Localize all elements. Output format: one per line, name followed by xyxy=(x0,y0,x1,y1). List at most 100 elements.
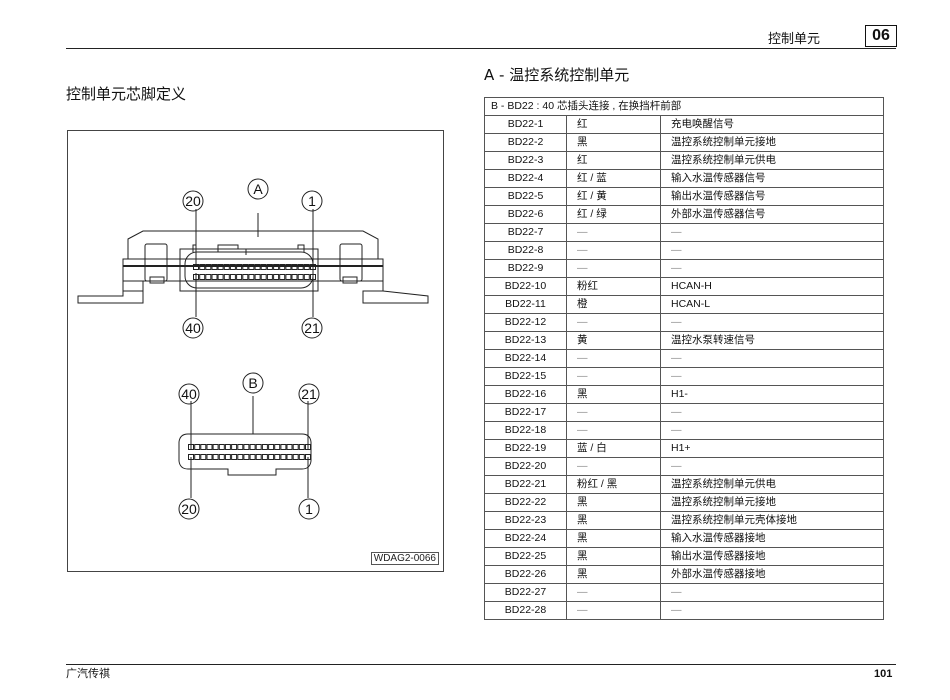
pin-cell: BD22-4 xyxy=(484,169,567,188)
pin-socket xyxy=(224,444,231,450)
pin-socket xyxy=(237,444,244,450)
pin-socket xyxy=(224,454,231,460)
table-header-row: B - BD22 : 40 芯插头连接 , 在换挡杆前部 xyxy=(484,97,884,116)
wire-color-cell: 黑 xyxy=(566,493,661,512)
pin-socket xyxy=(194,444,201,450)
table-row: BD22-20—— xyxy=(484,457,884,476)
pin-cell: BD22-22 xyxy=(484,493,567,512)
wire-color-cell: 橙 xyxy=(566,295,661,314)
pin-socket xyxy=(223,264,230,270)
pin-socket xyxy=(205,264,212,270)
pin-cell: BD22-10 xyxy=(484,277,567,296)
function-cell: 输出水温传感器接地 xyxy=(660,547,884,566)
pin-socket xyxy=(248,264,255,270)
table-row: BD22-18—— xyxy=(484,421,884,440)
function-cell: 充电唤醒信号 xyxy=(660,115,884,134)
function-cell: 温控系统控制单元供电 xyxy=(660,475,884,494)
wire-color-cell: 黄 xyxy=(566,331,661,350)
function-cell: — xyxy=(660,601,884,620)
pin-cell: BD22-1 xyxy=(484,115,567,134)
pin-socket xyxy=(242,274,249,280)
pin-socket xyxy=(298,444,305,450)
pin-cell: BD22-12 xyxy=(484,313,567,332)
wire-color-cell: — xyxy=(566,457,661,476)
wire-color-cell: — xyxy=(566,241,661,260)
pin-socket xyxy=(280,444,287,450)
wire-color-cell: 粉红 / 黑 xyxy=(566,475,661,494)
brand-name: 广汽传祺 xyxy=(66,667,110,680)
function-cell: 输入水温传感器接地 xyxy=(660,529,884,548)
pin-socket xyxy=(231,444,238,450)
pin-socket xyxy=(279,274,286,280)
function-cell: 输入水温传感器信号 xyxy=(660,169,884,188)
pin-socket xyxy=(237,454,244,460)
table-row: BD22-14—— xyxy=(484,349,884,368)
pin-socket xyxy=(266,264,273,270)
pin-socket xyxy=(211,274,218,280)
wire-color-cell: — xyxy=(566,313,661,332)
wire-color-cell: 黑 xyxy=(566,529,661,548)
header-rule xyxy=(66,48,896,49)
pin-socket xyxy=(291,274,298,280)
pin-socket xyxy=(268,454,275,460)
wire-color-cell: — xyxy=(566,403,661,422)
pin-socket xyxy=(255,454,262,460)
callout-a-pin40-label: 40 xyxy=(185,320,201,336)
wire-color-cell: 黑 xyxy=(566,385,661,404)
table-row: BD22-12—— xyxy=(484,313,884,332)
callout-a-circle xyxy=(247,178,269,200)
callout-b-pin40-circle xyxy=(178,383,200,405)
pin-cell: BD22-2 xyxy=(484,133,567,152)
pin-socket xyxy=(279,264,286,270)
connector-description: B - BD22 : 40 芯插头连接 , 在换挡杆前部 xyxy=(484,97,884,116)
pin-cell: BD22-24 xyxy=(484,529,567,548)
callout-b-pin20-label: 20 xyxy=(181,501,197,517)
pin-socket xyxy=(229,264,236,270)
wire-color-cell: — xyxy=(566,259,661,278)
function-cell: 外部水温传感器接地 xyxy=(660,565,884,584)
function-cell: 温控系统控制单元接地 xyxy=(660,493,884,512)
function-cell: H1- xyxy=(660,385,884,404)
pin-socket xyxy=(292,454,299,460)
pin-cell: BD22-6 xyxy=(484,205,567,224)
wire-color-cell: 红 xyxy=(566,115,661,134)
pin-cell: BD22-11 xyxy=(484,295,567,314)
footer-rule xyxy=(66,664,896,665)
pin-socket xyxy=(200,444,207,450)
pin-socket xyxy=(211,264,218,270)
pin-cell: BD22-7 xyxy=(484,223,567,242)
wire-color-cell: — xyxy=(566,583,661,602)
pin-cell: BD22-16 xyxy=(484,385,567,404)
table-row: BD22-8—— xyxy=(484,241,884,260)
control-unit-housing xyxy=(77,230,429,304)
pin-socket xyxy=(286,454,293,460)
pin-socket xyxy=(280,454,287,460)
pin-socket xyxy=(236,274,243,280)
table-row: BD22-9—— xyxy=(484,259,884,278)
connector-b-pins xyxy=(188,444,311,460)
pin-cell: BD22-21 xyxy=(484,475,567,494)
pin-cell: BD22-27 xyxy=(484,583,567,602)
pin-cell: BD22-20 xyxy=(484,457,567,476)
wire-color-cell: 红 xyxy=(566,151,661,170)
pin-cell: BD22-18 xyxy=(484,421,567,440)
pin-socket xyxy=(223,274,230,280)
pin-socket xyxy=(217,264,224,270)
pin-socket xyxy=(292,444,299,450)
pin-socket xyxy=(297,264,304,270)
wire-color-cell: 红 / 黄 xyxy=(566,187,661,206)
connector-b-body xyxy=(178,433,312,476)
function-cell: — xyxy=(660,349,884,368)
callout-b-circle xyxy=(242,372,264,394)
pin-socket xyxy=(212,454,219,460)
pin-socket xyxy=(274,444,281,450)
wire-color-cell: 粉红 xyxy=(566,277,661,296)
